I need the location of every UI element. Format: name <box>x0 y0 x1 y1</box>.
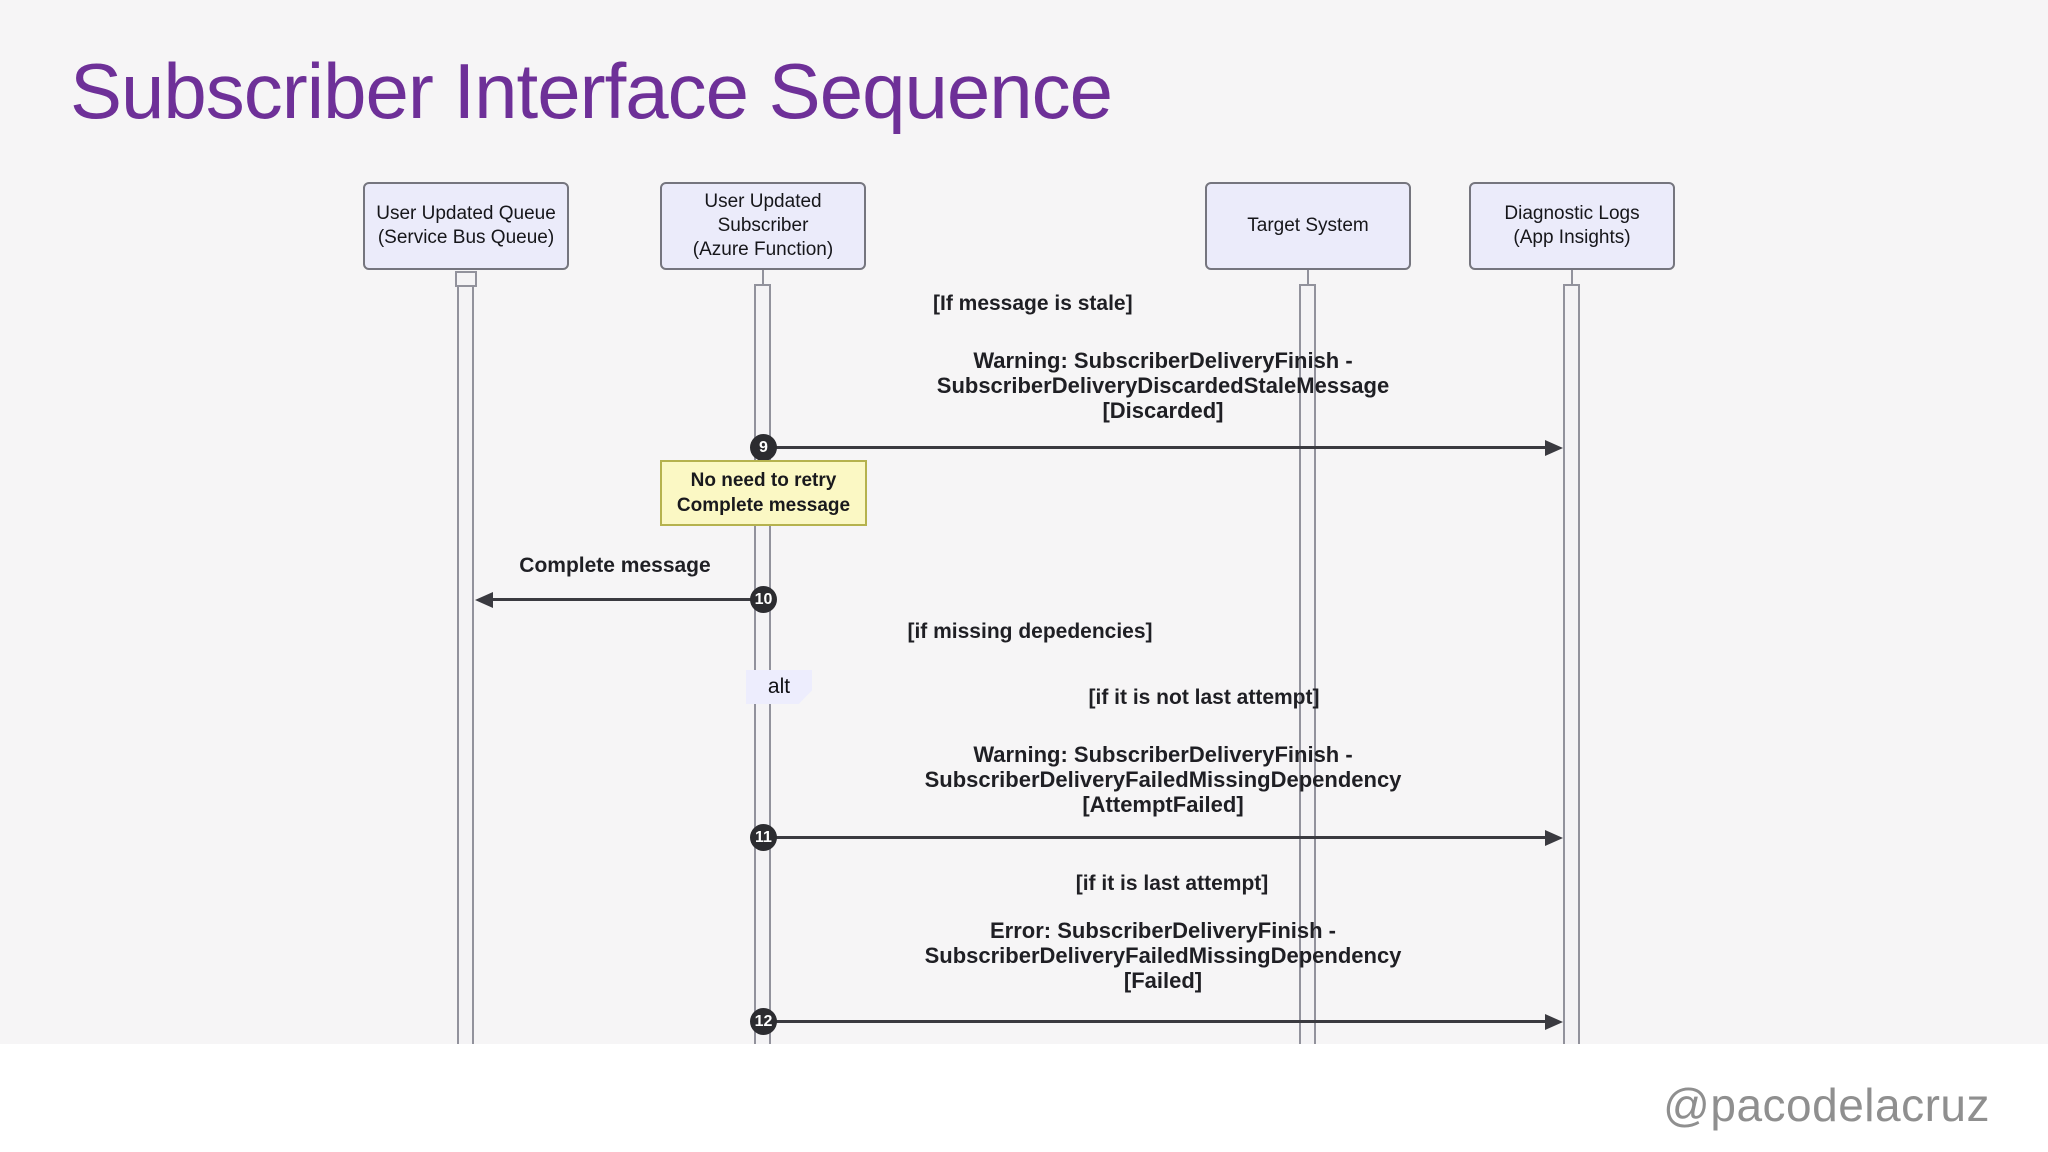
footer-handle: @pacodelacruz <box>1663 1079 1990 1131</box>
message-11-label: Warning: SubscriberDeliveryFinish - Subs… <box>813 742 1513 817</box>
participant-target-system: Target System <box>1205 182 1411 270</box>
message-9-arrowhead <box>1545 440 1563 456</box>
message-10-label: Complete message <box>519 554 711 577</box>
message-10-number-badge: 10 <box>750 586 777 613</box>
message-12-line2: SubscriberDeliveryFailedMissingDependenc… <box>924 943 1402 968</box>
lifeline-stub-logs <box>1571 270 1573 285</box>
activation-bar-logs <box>1563 284 1580 1044</box>
message-12-number-badge: 12 <box>750 1008 777 1035</box>
participant-sublabel: (Azure Function) <box>692 239 834 260</box>
message-11-line1: Warning: SubscriberDeliveryFinish - <box>973 742 1353 767</box>
message-9-line1: Warning: SubscriberDeliveryFinish - <box>973 348 1353 373</box>
message-11-line2: SubscriberDeliveryFailedMissingDependenc… <box>924 767 1402 792</box>
message-9-line3: [Discarded] <box>1102 398 1224 423</box>
participant-sublabel: (App Insights) <box>1513 227 1631 248</box>
participant-user-updated-queue: User Updated Queue (Service Bus Queue) <box>363 182 569 270</box>
message-9-line2: SubscriberDeliveryDiscardedStaleMessage <box>936 373 1390 398</box>
note-no-need-to-retry: No need to retry Complete message <box>660 460 867 526</box>
guard-if-last-attempt: [if it is last attempt] <box>1075 872 1269 895</box>
participant-user-updated-subscriber: User Updated Subscriber (Azure Function) <box>660 182 866 270</box>
note-line1: No need to retry <box>690 470 837 491</box>
guard-if-message-is-stale: [If message is stale] <box>933 292 1133 315</box>
participant-label: Diagnostic Logs <box>1504 203 1640 224</box>
activation-bar-queue <box>457 285 474 1044</box>
message-9-number-badge: 9 <box>750 434 777 461</box>
message-11-number-badge: 11 <box>750 824 777 851</box>
page-title: Subscriber Interface Sequence <box>70 47 1113 135</box>
message-12-line3: [Failed] <box>1123 968 1203 993</box>
note-line2: Complete message <box>676 495 851 516</box>
message-12-label: Error: SubscriberDeliveryFinish - Subscr… <box>813 918 1513 993</box>
activation-bar-subscriber <box>754 284 771 1044</box>
message-11-arrow-line <box>771 836 1546 839</box>
lifeline-stub-target <box>1307 270 1309 285</box>
participant-sublabel: (Service Bus Queue) <box>377 227 555 248</box>
alt-fragment-label: alt <box>746 670 812 704</box>
guard-if-missing-dependencies: [if missing depedencies] <box>907 620 1153 643</box>
participant-label: User Updated Queue <box>376 203 556 224</box>
message-11-arrowhead <box>1545 830 1563 846</box>
message-12-arrow-line <box>771 1020 1546 1023</box>
participant-diagnostic-logs: Diagnostic Logs (App Insights) <box>1469 182 1675 270</box>
guard-if-not-last-attempt: [if it is not last attempt] <box>1088 686 1320 709</box>
footer-band <box>0 1044 2048 1152</box>
message-11-line3: [AttemptFailed] <box>1082 792 1244 817</box>
participant-label: Target System <box>1247 215 1369 236</box>
participant-label: User Updated Subscriber <box>704 191 822 236</box>
activation-bar-target <box>1299 284 1316 1044</box>
message-12-arrowhead <box>1545 1014 1563 1030</box>
message-10-arrow-line <box>492 598 755 601</box>
message-12-line1: Error: SubscriberDeliveryFinish - <box>990 918 1336 943</box>
lifeline-stub-subscriber <box>762 270 764 285</box>
message-9-label: Warning: SubscriberDeliveryFinish - Subs… <box>813 348 1513 423</box>
message-10-arrowhead <box>475 592 493 608</box>
message-9-arrow-line <box>771 446 1546 449</box>
